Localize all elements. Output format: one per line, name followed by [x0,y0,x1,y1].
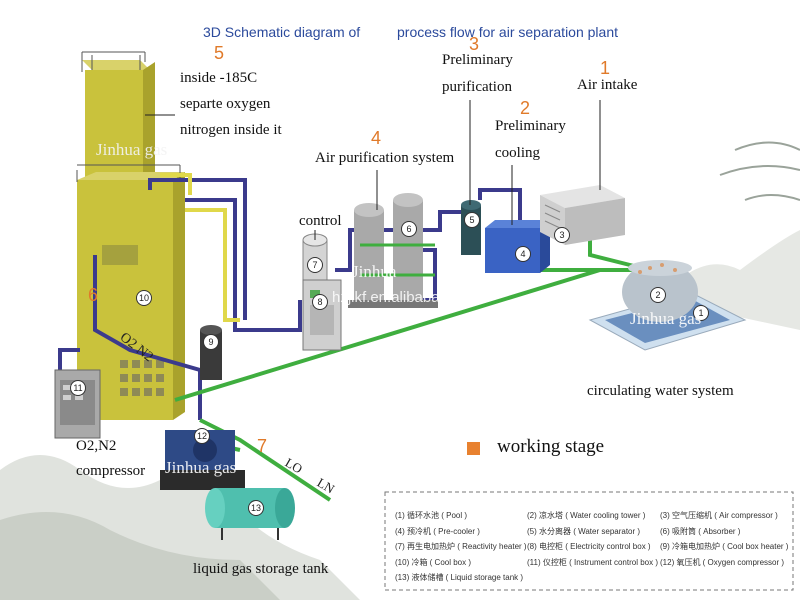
stage-number-1: 1 [600,58,611,78]
legend-item: (4) 预冷机 ( Pre-cooler ) [395,526,480,537]
equipment-tag: 10 [136,290,152,306]
legend-item: (5) 水分离器 ( Water separator ) [527,526,640,537]
stage-1-label: Air intake [577,77,638,93]
oxygen-compressor-12 [160,430,245,490]
legend-item-number: (7) [395,542,407,551]
legend-item-text: 再生电加热炉 ( Reactivity heater ) [407,542,527,551]
cold-box-10 [76,51,185,420]
control-label: control [299,213,342,229]
equipment-tag: 2 [650,287,666,303]
stage-5-line-3: nitrogen inside it [180,122,282,138]
title-right: process flow for air separation plant [397,24,618,40]
stage-4-label: Air purification system [315,150,455,166]
stage-number-6: 6 [88,285,99,305]
legend-item-text: 凉水塔 ( Water cooling tower ) [539,511,646,520]
compressor-label-1: O2,N2 [76,438,117,454]
legend-item: (2) 凉水塔 ( Water cooling tower ) [527,510,645,521]
stage-3-line-1: Preliminary [442,52,513,68]
bamboo-leaves [719,141,800,201]
legend-item-text: 氧压机 ( Oxygen compressor ) [676,557,785,567]
storage-tank-label: liquid gas storage tank [193,561,329,577]
equipment-tag: 5 [464,212,480,228]
legend-item-number: (1) [395,511,407,520]
title-left: 3D Schematic diagram of [203,24,361,40]
legend-item: (10) 冷箱 ( Cool box ) [395,557,471,568]
legend-item-text: 空气压缩机 ( Air compressor ) [672,511,778,520]
legend-item-text: 预冷机 ( Pre-cooler ) [407,526,480,536]
legend-item-number: (12) [660,557,677,567]
legend-item-number: (5) [527,526,539,536]
legend-item: (9) 冷箱电加热炉 ( Cool box heater ) [660,541,788,552]
stage-2-line-2: cooling [495,145,540,161]
circulating-water-label: circulating water system [587,383,734,399]
watermark-url: hzjlkf.en.alibaba.com [332,289,473,306]
legend-item: (8) 电控柜 ( Electricity control box ) [527,541,651,552]
legend-item: (13) 液体储槽 ( Liquid storage tank ) [395,572,523,583]
legend-item-number: (2) [527,511,539,520]
legend-item: (6) 吸附筒 ( Absorber ) [660,526,740,537]
legend-item-text: 吸附筒 ( Absorber ) [672,526,741,536]
legend-item: (11) 仪控柜 ( Instrument control box ) [527,557,658,568]
air-compressor-3 [540,185,625,245]
legend-item-number: (6) [660,526,672,536]
absorbers-6 [348,193,438,308]
yellow-pipes [160,173,240,322]
stage-number-5: 5 [214,43,225,63]
watermark: Jinhua [352,262,397,281]
compressor-label-2: compressor [76,463,146,479]
mountains-bottom-left-2 [0,512,280,600]
watermark: Jinhua gas [630,309,702,328]
legend-item-number: (10) [395,557,412,567]
legend-item-number: (13) [395,573,412,582]
legend-item-number: (8) [527,542,539,551]
legend-item: (7) 再生电加热炉 ( Reactivity heater ) [395,541,527,552]
stage-number-4: 4 [371,128,382,148]
equipment-tag: 1 [693,305,709,321]
legend-item-number: (3) [660,511,672,520]
equipment-tag: 12 [194,428,210,444]
stage-number-7: 7 [257,436,268,456]
legend-item: (3) 空气压缩机 ( Air compressor ) [660,510,778,521]
electric-control-box-8 [302,279,342,351]
stage-5-line-2: separte oxygen [180,96,271,112]
stage-5-line-1: inside -185C [180,70,258,86]
legend-item-text: 冷箱电加热炉 ( Cool box heater ) [672,542,789,551]
equipment-tag: 4 [515,246,531,262]
pool-and-tower [588,260,747,351]
legend-item-text: 液体储槽 ( Liquid storage tank ) [411,573,524,582]
legend-item-number: (4) [395,526,407,536]
equipment-tag: 7 [307,257,323,273]
legend-item-text: 循环水池 ( Pool ) [407,511,468,520]
stage-2-line-1: Preliminary [495,118,566,134]
legend-border [384,491,794,591]
legend-item: (12) 氧压机 ( Oxygen compressor ) [660,557,784,568]
stage-3-line-2: purification [442,79,512,95]
legend-item: (1) 循环水池 ( Pool ) [395,510,467,521]
equipment-tag: 6 [401,221,417,237]
legend-item-text: 仪控柜 ( Instrument control box ) [542,557,659,567]
legend-item-text: 电控柜 ( Electricity control box ) [539,542,651,551]
stage-number-3: 3 [469,34,480,54]
equipment-tag: 8 [312,294,328,310]
legend-item-number: (9) [660,542,672,551]
equipment-tag: 11 [70,380,86,396]
legend-item-text: 冷箱 ( Cool box ) [411,557,472,567]
equipment-tag: 9 [203,334,219,350]
watermark: Jinhua gas [165,458,237,477]
equipment-tag: 3 [554,227,570,243]
equipment-tag: 13 [248,500,264,516]
working-stage-label: working stage [497,436,605,457]
watermark: Jinhua gas [96,140,168,159]
legend-item-text: 水分离器 ( Water separator ) [539,526,641,536]
stage-number-2: 2 [520,98,531,118]
legend-item-number: (11) [527,557,543,567]
working-stage-swatch [467,442,480,455]
leader-lines [145,100,601,240]
